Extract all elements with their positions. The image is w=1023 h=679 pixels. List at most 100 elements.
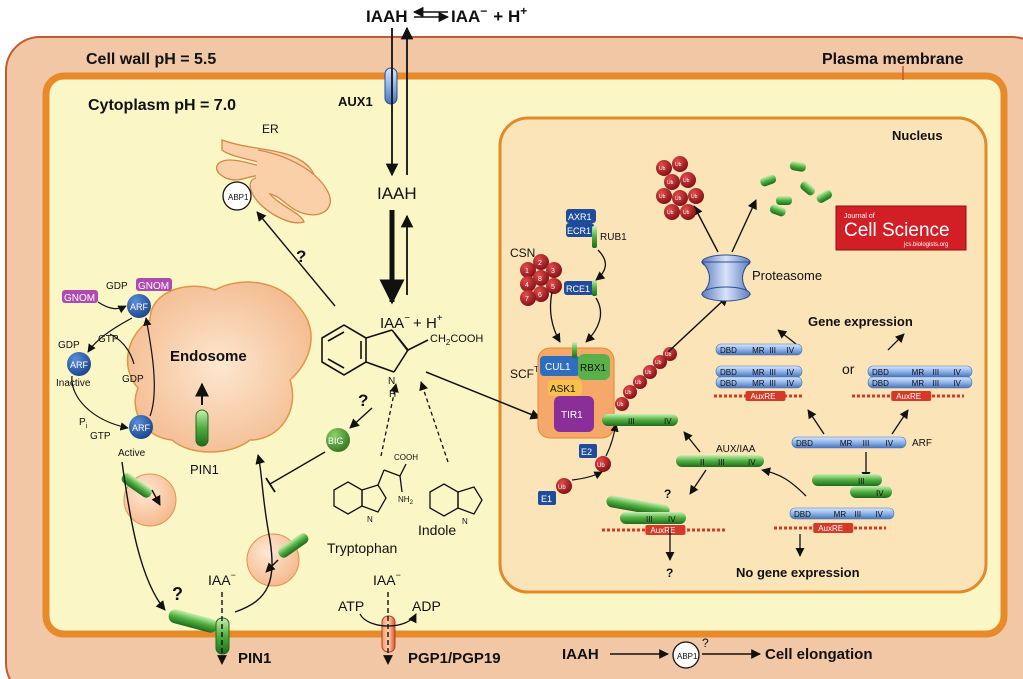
pi-label: Pi (79, 417, 88, 430)
rub1-label: RUB1 (600, 232, 627, 243)
arf-active: ARF (129, 415, 153, 439)
csn-subunit: 3 (546, 262, 562, 278)
svg-text:MR: MR (752, 368, 765, 377)
svg-text:Ub: Ub (558, 485, 566, 491)
svg-text:MR: MR (912, 379, 925, 388)
svg-text:III: III (854, 510, 861, 519)
gdp-left: GDP (58, 340, 80, 351)
auxre-dna: AuxRE (774, 523, 886, 533)
n-atom: N (388, 376, 395, 387)
svg-text:E1: E1 (541, 494, 552, 504)
svg-text:IV: IV (876, 489, 884, 498)
svg-text:Ub: Ub (659, 166, 666, 172)
peptide-fragment (800, 181, 816, 196)
svg-text:Proteasome: Proteasome (752, 268, 822, 283)
question-big: ? (358, 391, 368, 410)
svg-text:IV: IV (787, 346, 795, 355)
gtp-label: GTP (98, 334, 119, 345)
abp1-er: ABP1 (222, 181, 252, 211)
ch2cooh-label: CH2COOH (430, 333, 483, 347)
ubiquitin: Ub (615, 397, 629, 411)
svg-text:MR: MR (752, 379, 765, 388)
ubiquitin: Ub (664, 174, 680, 190)
plasma-membrane-label: Plasma membrane (822, 51, 964, 68)
e2-enzyme: E2 (579, 444, 597, 458)
svg-text:MR: MR (912, 368, 925, 377)
question-pin-recycle: ? (172, 584, 183, 604)
gnom-label-left: GNOM (62, 290, 98, 304)
svg-text:IV: IV (748, 458, 756, 467)
question-er: ? (296, 247, 306, 266)
adp-label: ADP (412, 598, 441, 614)
ubiquitin: Ub (672, 190, 688, 206)
svg-text:2: 2 (538, 260, 542, 267)
or-label: or (842, 361, 855, 377)
question-abp1: ? (702, 636, 709, 650)
svg-text:Ub: Ub (617, 402, 624, 408)
svg-text:ARF: ARF (70, 360, 89, 370)
svg-text:GNOM: GNOM (138, 281, 169, 292)
svg-text:Ub: Ub (655, 360, 662, 366)
ub-e1: Ub (556, 478, 572, 494)
rub1-tag (592, 226, 597, 248)
abp1-bottom: ABP1 (672, 641, 700, 669)
ubiquitin: Ub (680, 204, 696, 220)
svg-text:RCE1: RCE1 (566, 284, 590, 294)
endosome-label: Endosome (170, 348, 247, 365)
proteasome: Proteasome (700, 254, 822, 302)
iaa-structure (321, 324, 429, 376)
vesicle-left (121, 473, 177, 527)
svg-text:4: 4 (525, 282, 529, 289)
svg-text:E2: E2 (581, 447, 592, 457)
svg-text:DBD: DBD (720, 346, 737, 355)
indole-structure (429, 483, 483, 517)
atp-label: ATP (338, 598, 364, 614)
peptide-fragment (816, 190, 832, 203)
svg-text:IV: IV (668, 515, 676, 524)
axr1-box: AXR1 (566, 209, 596, 223)
svg-text:6: 6 (538, 292, 542, 299)
svg-text:ABP1: ABP1 (228, 193, 249, 202)
iaah-bottom: IAAH (562, 646, 599, 663)
arf-gdp-bound: ARF (127, 294, 151, 318)
aux-iaa-bound-tir1: III IV (602, 414, 678, 426)
svg-text:5: 5 (551, 284, 555, 291)
cell-elongation-label: Cell elongation (765, 646, 873, 663)
svg-text:DBD: DBD (872, 368, 889, 377)
svg-text:1: 1 (525, 268, 529, 275)
svg-text:ARF: ARF (132, 423, 151, 433)
gtp-active-label: GTP (90, 431, 111, 442)
svg-text:Ub: Ub (665, 352, 672, 358)
svg-text:Ub: Ub (675, 162, 682, 168)
big-protein: BIG (326, 428, 350, 452)
aux-iaa-free: II III IV AUX/IAA (676, 444, 764, 467)
svg-text:GNOM: GNOM (64, 293, 95, 304)
indole-n: N (462, 517, 468, 526)
svg-text:AuxRE: AuxRE (896, 392, 921, 401)
inactive-label: Inactive (56, 378, 91, 389)
svg-text:ASK1: ASK1 (550, 384, 576, 395)
svg-text:ABP1: ABP1 (677, 652, 698, 661)
tryptophan-label: Tryptophan (327, 540, 397, 556)
svg-text:MR: MR (834, 510, 847, 519)
svg-text:AuxRE: AuxRE (818, 524, 843, 533)
no-gene-expression-label: No gene expression (736, 565, 860, 580)
cooh-label: COOH (394, 453, 418, 462)
csn-label: CSN (510, 246, 535, 260)
ubiquitin: Ub (680, 172, 696, 188)
ubiquitin: Ub (633, 375, 647, 389)
svg-text:Ub: Ub (691, 194, 698, 200)
h-atom: H (389, 389, 396, 400)
csn-subunit: 7 (520, 290, 536, 306)
svg-text:MR: MR (840, 439, 853, 448)
svg-text:ECR1: ECR1 (567, 226, 591, 236)
svg-text:TIR1: TIR1 (561, 410, 583, 421)
peptide-fragment (776, 196, 792, 205)
